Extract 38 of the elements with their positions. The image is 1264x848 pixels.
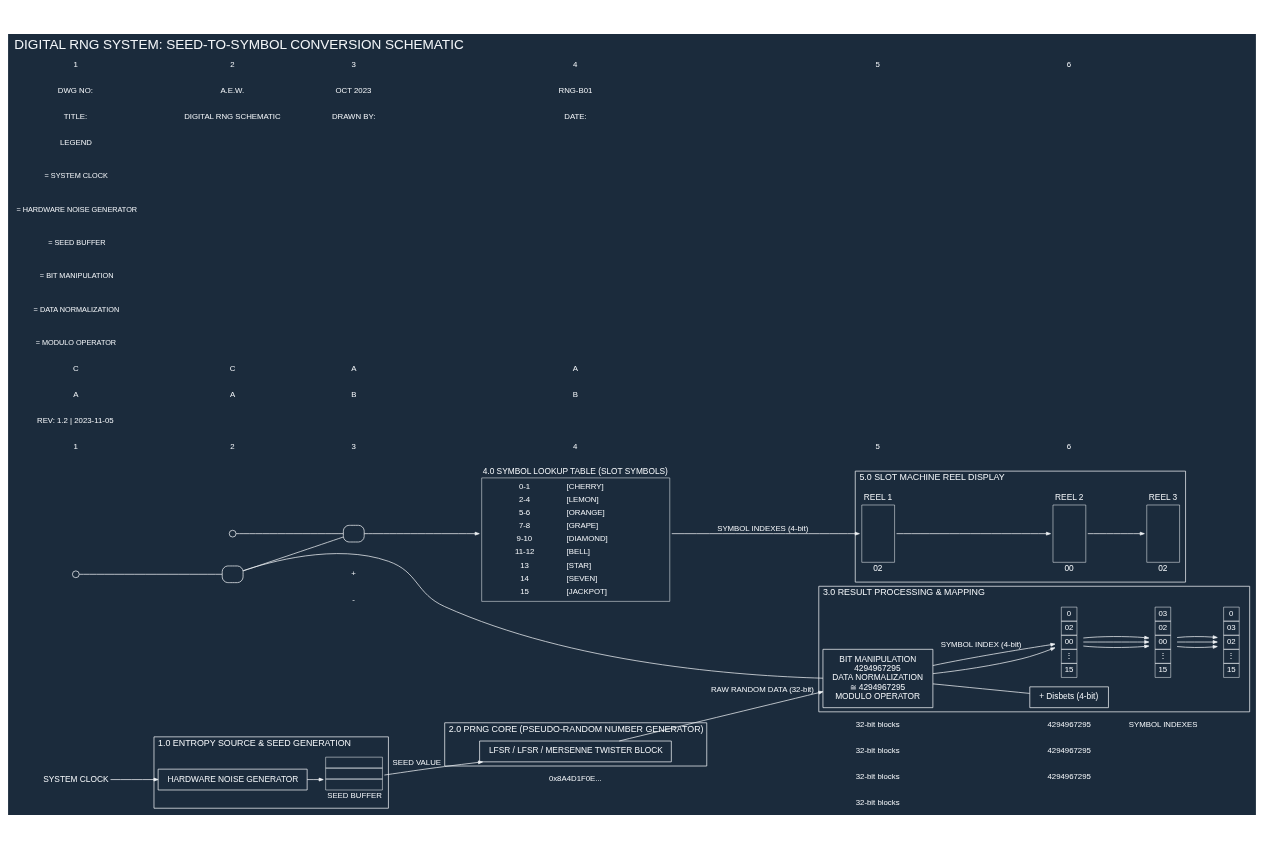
arrow <box>1082 644 1150 648</box>
arrow <box>110 777 159 781</box>
diagram-title: DIGITAL RNG SYSTEM: SEED-TO-SYMBOL CONVERSION SCHEMATIC <box>14 36 464 52</box>
connector <box>78 573 223 575</box>
node-box <box>1052 504 1087 563</box>
node-circle <box>228 529 237 537</box>
node-label: REEL 3 <box>1148 491 1178 502</box>
arrow <box>1176 644 1218 649</box>
arrow <box>932 646 1056 674</box>
node-text: SYSTEM CLOCK <box>43 773 109 784</box>
node-circle <box>72 570 80 578</box>
node-label: REEL 2 <box>1055 491 1084 502</box>
node-box: BIT MANIPULATION 4294967295 DATA NORMALIZATION ≅ 4294967295 MODULO OPERATOR <box>822 648 934 708</box>
arrow <box>671 531 860 535</box>
arrow <box>932 642 1056 666</box>
arrow <box>1176 639 1218 644</box>
arrow <box>1082 635 1150 639</box>
arrow <box>1176 634 1218 639</box>
arrow <box>1082 639 1150 644</box>
connector <box>242 536 344 571</box>
node-label: 4.0 SYMBOL LOOKUP TABLE (SLOT SYMBOLS) <box>482 465 668 476</box>
node-box: + Disbets (4-bit) <box>1029 685 1109 708</box>
node-label: 00 <box>1064 562 1074 573</box>
node-gate <box>343 524 365 542</box>
arrow <box>1087 531 1145 535</box>
node-box: HARDWARE NOISE GENERATOR <box>157 768 308 790</box>
node-label: 02 <box>1158 562 1168 573</box>
node-label: 02 <box>873 562 883 573</box>
node-gate <box>221 565 244 583</box>
node-box <box>1146 504 1180 563</box>
node-box <box>861 504 895 563</box>
arrow <box>896 531 1051 535</box>
node-label: REEL 1 <box>863 491 893 502</box>
arrow <box>363 531 480 535</box>
arrow <box>306 777 324 781</box>
connector <box>932 683 1031 694</box>
arrow <box>384 760 483 775</box>
connector <box>235 532 344 534</box>
